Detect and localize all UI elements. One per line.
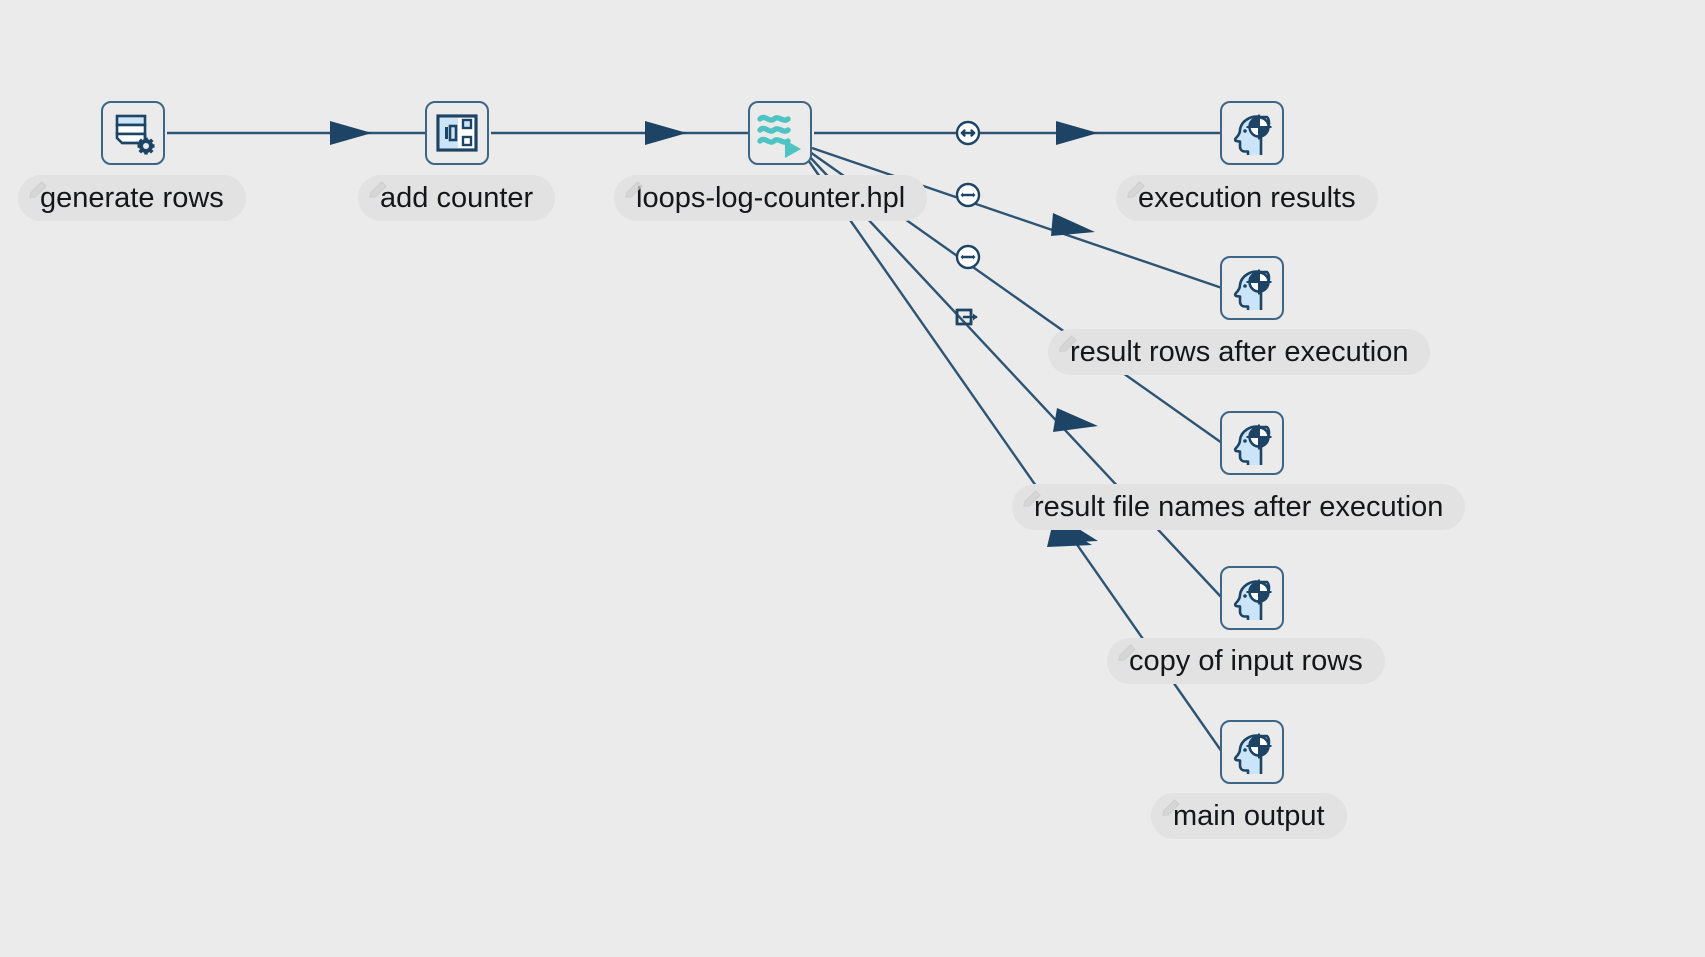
pencil-icon (625, 181, 643, 198)
label-copy-of-input-rows[interactable]: copy of input rows (1107, 638, 1385, 684)
export-box-arrow-icon (955, 308, 978, 326)
pencil-icon (29, 181, 47, 198)
double-arrow-circle-icon (955, 244, 981, 270)
head-target-icon (1233, 424, 1272, 465)
label-text: result rows after execution (1070, 335, 1409, 368)
double-arrow-circle-icon (955, 182, 981, 208)
hop-icon-result-file-names[interactable] (955, 244, 981, 270)
pencil-icon (1118, 644, 1136, 661)
head-target-icon (1233, 579, 1272, 620)
label-execution-results[interactable]: execution results (1116, 175, 1378, 221)
node-add-counter[interactable] (425, 101, 489, 165)
double-arrow-circle-icon (955, 120, 981, 146)
arrowhead-counter-to-pipeline (645, 121, 687, 145)
node-generate-rows[interactable] (101, 101, 165, 165)
node-execution-results[interactable] (1220, 101, 1284, 165)
label-result-rows-after-execution[interactable]: result rows after execution (1048, 329, 1431, 375)
label-result-file-names-after-execution[interactable]: result file names after execution (1012, 484, 1466, 530)
node-result-rows-after-execution[interactable] (1220, 256, 1284, 320)
label-text: add counter (380, 181, 534, 214)
label-text: generate rows (40, 181, 224, 214)
node-loops-log-counter[interactable] (748, 101, 812, 165)
arrowhead-pipeline-to-files (1053, 408, 1098, 432)
label-loops-log-counter[interactable]: loops-log-counter.hpl (614, 175, 928, 221)
label-main-output[interactable]: main output (1151, 793, 1347, 839)
pencil-icon (1162, 799, 1180, 816)
hop-icon-result-rows[interactable] (955, 182, 981, 208)
edge-pipeline-to-rows[interactable] (811, 146, 1223, 290)
label-text: result file names after execution (1034, 490, 1444, 523)
label-text: copy of input rows (1129, 644, 1363, 677)
arrowhead-pipeline-to-exec (1056, 121, 1098, 145)
node-main-output[interactable] (1220, 720, 1284, 784)
node-result-file-names-after-execution[interactable] (1220, 411, 1284, 475)
hop-icon-execution-results[interactable] (955, 120, 981, 146)
edge-pipeline-to-copy[interactable] (807, 154, 1223, 599)
label-text: loops-log-counter.hpl (636, 181, 906, 214)
head-target-icon (1233, 733, 1272, 774)
table-gear-icon (115, 114, 155, 155)
panels-icon (436, 114, 478, 152)
pencil-icon (1023, 490, 1041, 507)
node-copy-of-input-rows[interactable] (1220, 566, 1284, 630)
pencil-icon (1127, 181, 1145, 198)
head-target-icon (1233, 269, 1272, 310)
label-text: main output (1173, 799, 1325, 832)
arrowhead-pipeline-to-rows (1051, 213, 1095, 236)
pencil-icon (369, 181, 387, 198)
label-add-counter[interactable]: add counter (358, 175, 556, 221)
pencil-icon (1059, 335, 1077, 352)
pipeline-waves-play-icon (757, 114, 801, 158)
label-generate-rows[interactable]: generate rows (18, 175, 246, 221)
label-text: execution results (1138, 181, 1356, 214)
head-target-icon (1233, 114, 1272, 155)
hop-icon-main-output[interactable] (953, 304, 979, 330)
arrowhead-generate-to-counter (330, 121, 372, 145)
